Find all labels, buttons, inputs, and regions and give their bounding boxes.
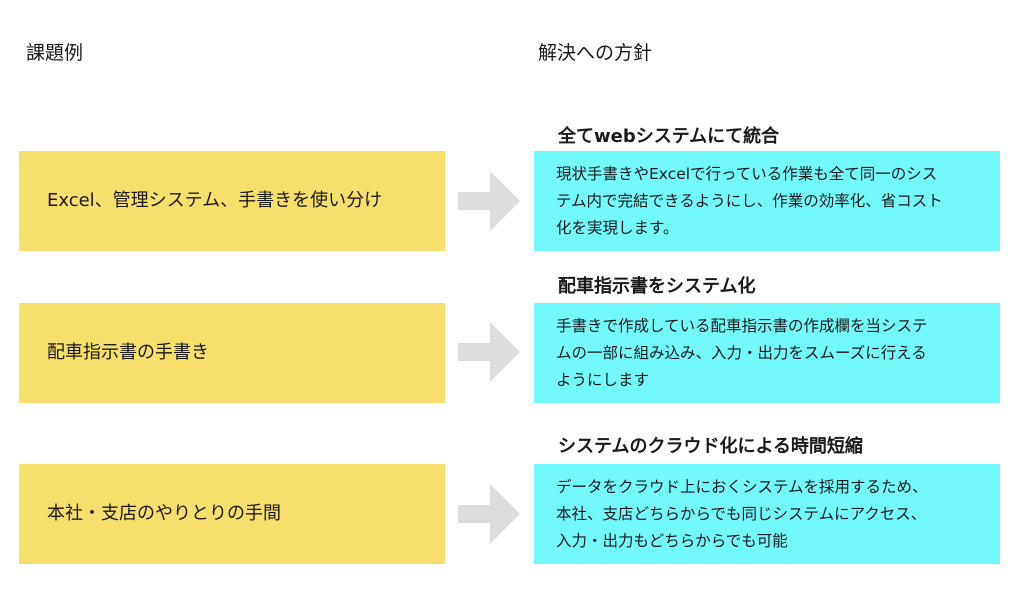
solution-text-line: 入力・出力もどちらからでも可能 (556, 532, 788, 550)
solution-box-dispatch-sheet: 手書きで作成している配車指示書の作成欄を当システ ムの一部に組み込み、入力・出力… (534, 303, 1000, 403)
problem-text: 配車指示書の手書き (47, 342, 209, 363)
problems-column-header: 課題例 (26, 42, 84, 64)
solution-text-line: データをクラウド上におくシステムを採用するため、 (556, 478, 928, 496)
solution-text-line: 本社、支店どちらからでも同じシステムにアクセス、 (556, 505, 927, 523)
problem-box-branch-communication: 本社・支店のやりとりの手間 (19, 464, 445, 564)
right-arrow-icon (458, 322, 520, 382)
problem-box-integration: Excel、管理システム、手書きを使い分け (19, 151, 445, 251)
solution-text-line: テム内で完結できるようにし、作業の効率化、省コスト (556, 192, 943, 210)
right-arrow-icon (458, 484, 520, 544)
solution-text-line: 現状手書きやExcelで行っている作業も全て同一のシス (556, 165, 938, 183)
problem-text: 本社・支店のやりとりの手間 (47, 503, 281, 524)
solution-text-line: ムの一部に組み込み、入力・出力をスムーズに行える (556, 344, 927, 362)
solutions-column-header: 解決への方針 (538, 42, 653, 64)
problem-box-dispatch-sheet: 配車指示書の手書き (19, 303, 445, 403)
solution-box-cloud: データをクラウド上におくシステムを採用するため、 本社、支店どちらからでも同じシ… (534, 464, 1000, 564)
solution-text-line: ようにします (556, 371, 650, 389)
solution-title: 全てwebシステムにて統合 (558, 126, 780, 147)
solution-title: システムのクラウド化による時間短縮 (558, 436, 863, 457)
solution-box-integration: 現状手書きやExcelで行っている作業も全て同一のシス テム内で完結できるように… (534, 151, 1000, 251)
solution-text-line: 化を実現します。 (556, 219, 679, 237)
problem-text: Excel、管理システム、手書きを使い分け (47, 190, 383, 211)
solution-text-line: 手書きで作成している配車指示書の作成欄を当システ (556, 317, 928, 335)
right-arrow-icon (458, 171, 520, 231)
solution-title: 配車指示書をシステム化 (558, 276, 756, 297)
